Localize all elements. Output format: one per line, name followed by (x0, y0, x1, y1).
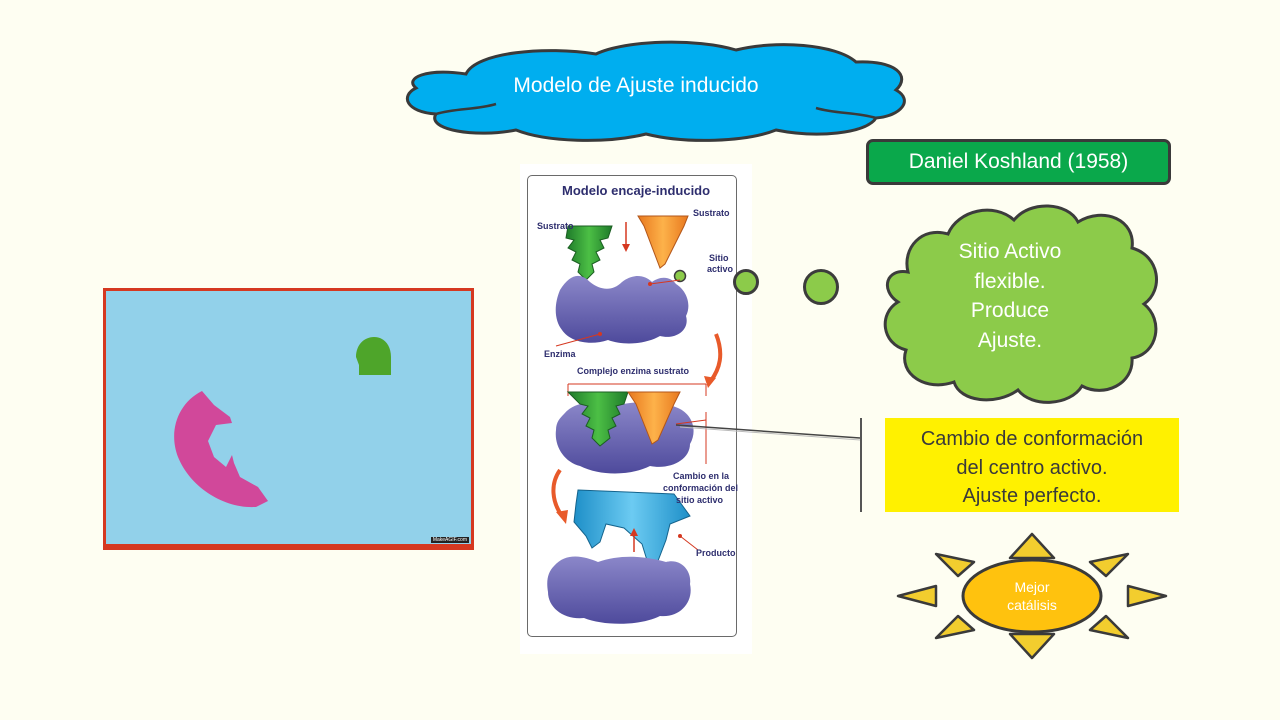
sun-line-1: Mejor (1014, 579, 1050, 595)
thought-line-3: Produce (970, 299, 1050, 322)
animation-illustration (174, 337, 391, 508)
title-cloud-shape (405, 40, 906, 142)
figure-label-producto: Producto (696, 548, 736, 558)
figure-label-enzima: Enzima (544, 349, 576, 359)
figure-label-sustrato-right: Sustrato (693, 208, 730, 218)
figure-title: Modelo encaje-inducido (562, 183, 711, 198)
figure-label-cambio-2: conformación del (663, 483, 739, 493)
thought-bubble-dot-1 (733, 269, 759, 295)
callout-box: Cambio de conformación del centro activo… (885, 418, 1179, 512)
thought-line-4: Ajuste. (977, 328, 1043, 352)
author-box-label: Daniel Koshland (1958) (908, 150, 1129, 173)
sun-line-2: catálisis (1007, 597, 1057, 613)
animation-frame: MakeAGIF.com (103, 288, 474, 550)
author-box: Daniel Koshland (1958) (866, 139, 1171, 185)
stage1-orange-substrate (637, 215, 689, 269)
stage1-green-substrate (565, 225, 613, 281)
callout-line-3: Ajuste perfecto. (962, 485, 1102, 507)
thought-bubble-dot-2 (803, 269, 839, 305)
thought-line-2: flexible. (974, 269, 1046, 293)
thought-line-1: Sitio Activo (958, 240, 1062, 263)
callout-line-1: Cambio de conformación (920, 428, 1144, 450)
thought-cloud-shape (883, 204, 1158, 404)
thought-bubble-text: Sitio Activo flexible. Produce Ajuste. (935, 237, 1085, 355)
figure-label-cambio-3: sitio activo (676, 495, 724, 505)
figure-label-sustrato-left: Sustrato (537, 221, 574, 231)
animation-watermark: MakeAGIF.com (430, 537, 469, 543)
sun-text: Mejor catálisis (982, 578, 1082, 614)
animation-enzyme (174, 391, 268, 508)
title-text: Modelo de Ajuste inducido (513, 74, 759, 97)
figure-label-cambio-1: Cambio en la (673, 471, 730, 481)
figure-label-sitio: Sitio (709, 253, 729, 263)
figure-label-activo: activo (707, 264, 734, 274)
sun-shape (896, 532, 1168, 660)
figure-illustration (547, 215, 723, 624)
figure-label-complejo: Complejo enzima sustrato (577, 366, 690, 376)
animation-substrate (356, 337, 391, 375)
callout-line-2: del centro activo. (956, 456, 1108, 479)
